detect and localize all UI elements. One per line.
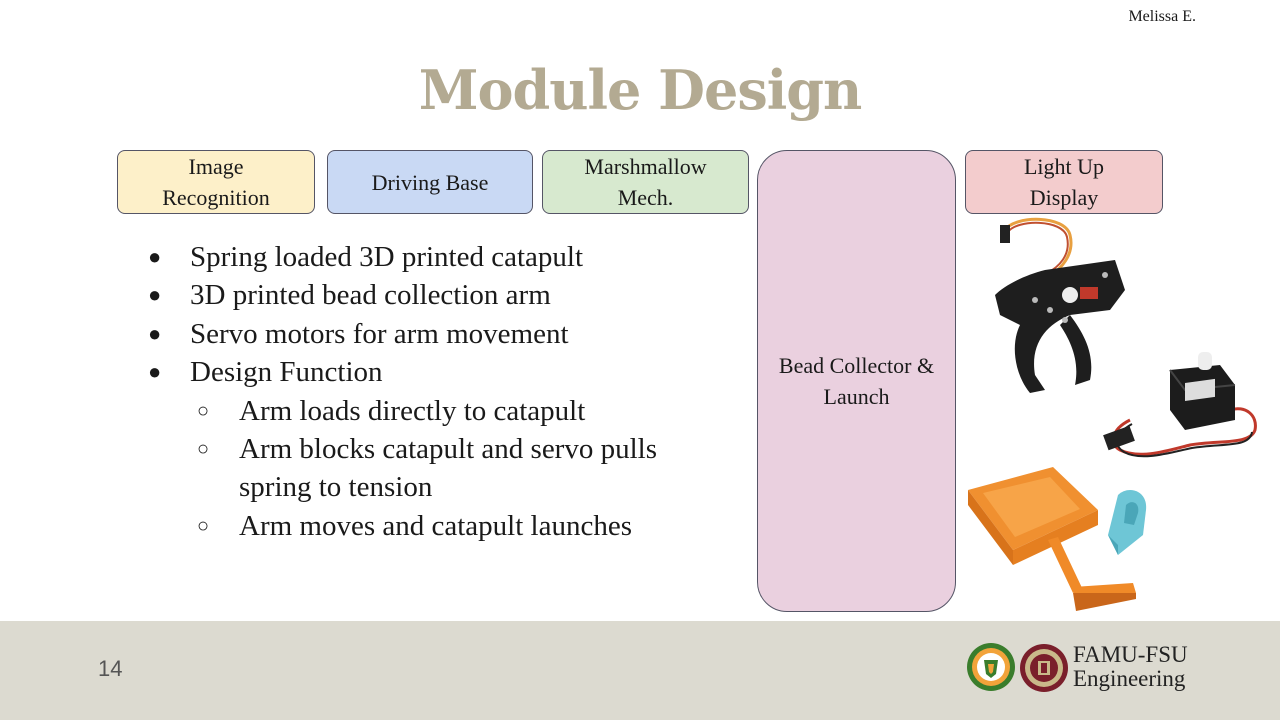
tab-label: Marshmallow Mech. [584, 154, 707, 210]
fsu-seal-icon [1020, 644, 1068, 692]
slide-title: Module Design [418, 58, 863, 122]
module-tab-bead-collector: Bead Collector & Launch [757, 150, 956, 612]
bullet-icon: ● [148, 244, 162, 269]
tab-label: Bead Collector & Launch [778, 353, 935, 409]
sub-list-item: ○Arm moves and catapult launches [145, 507, 745, 545]
sub-list-item: ○Arm blocks catapult and servo pulls spr… [145, 430, 699, 507]
circle-bullet-icon: ○ [197, 399, 210, 422]
module-tab-marshmallow: Marshmallow Mech. [542, 150, 749, 214]
famu-seal-icon [967, 643, 1015, 691]
servo-motor-image [1103, 352, 1257, 458]
page-number: 14 [98, 656, 123, 681]
module-tab-light-up-display: Light Up Display [965, 150, 1163, 214]
tab-label: Light Up Display [1023, 154, 1105, 210]
tab-label: Image Recognition [162, 154, 270, 210]
author-name: Melissa E. [1128, 8, 1196, 25]
list-item: ●3D printed bead collection arm [145, 276, 745, 314]
circle-bullet-icon: ○ [197, 514, 210, 537]
bullet-list: ●Spring loaded 3D printed catapult ●3D p… [145, 238, 745, 545]
module-tab-image-recognition: Image Recognition [117, 150, 315, 214]
tab-label: Driving Base [371, 169, 489, 195]
gripper-arm-image [995, 217, 1125, 393]
module-tab-driving-base: Driving Base [327, 150, 533, 214]
list-item: ●Design Function [145, 353, 745, 391]
bullet-icon: ● [148, 320, 162, 346]
circle-bullet-icon: ○ [197, 438, 210, 461]
bullet-icon: ● [148, 282, 162, 308]
list-item: ●Servo motors for arm movement [145, 315, 745, 353]
org-logo-text: FAMU-FSU Engineering [1073, 642, 1188, 691]
sub-list-item: ○Arm loads directly to catapult [145, 392, 745, 430]
catapult-model-image [968, 467, 1147, 611]
list-item: ●Spring loaded 3D printed catapult [145, 238, 745, 276]
bullet-icon: ● [148, 359, 162, 385]
